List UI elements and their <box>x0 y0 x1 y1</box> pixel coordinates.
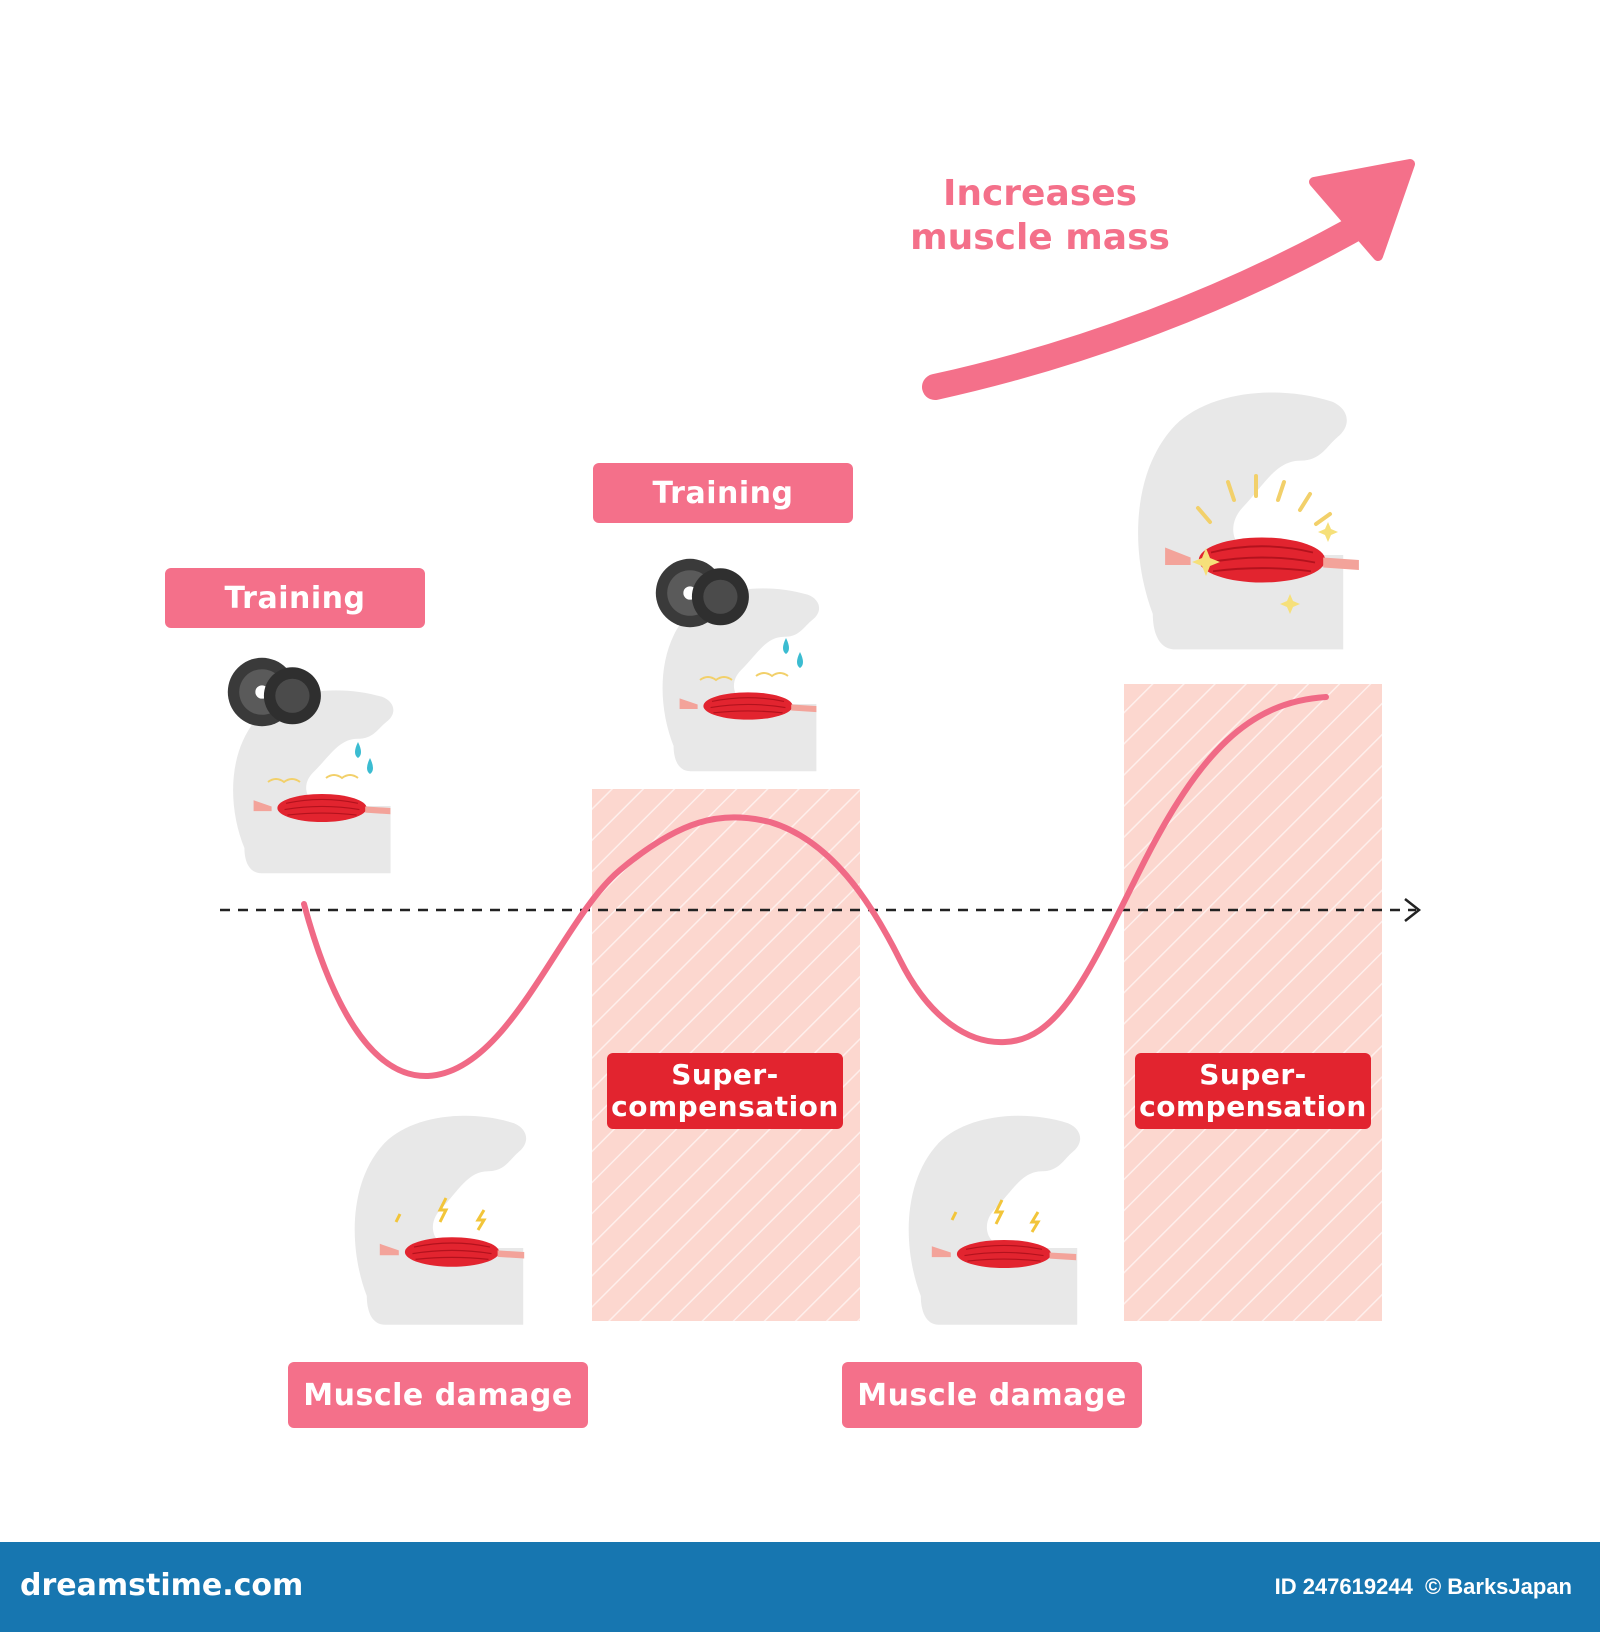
supercompensation-curve <box>301 694 1329 1080</box>
sparkle-icon <box>1280 594 1300 614</box>
sparkle-icon <box>1192 548 1220 576</box>
upward-arrow-icon <box>922 207 1383 400</box>
arm-silhouette-icon <box>908 1115 1081 1325</box>
strain-lines-icon <box>699 672 789 682</box>
sweat-drop-icon <box>783 638 803 668</box>
sparkle-icon <box>1318 522 1338 542</box>
watermark-footer: dreamstime.com ID 247619244 © BarksJapan <box>0 1542 1600 1632</box>
sparkle-rays-icon <box>1196 474 1332 526</box>
arm-silhouette-icon <box>1138 392 1347 650</box>
supercompensation-label: Super- compensation <box>607 1053 843 1129</box>
baseline-arrowhead-icon <box>1404 898 1422 922</box>
headline-line-1: Increases <box>942 173 1138 214</box>
headline: Increases muscle mass <box>880 172 1200 260</box>
dumbbell-icon <box>227 657 321 727</box>
supercompensation-label: Super- compensation <box>1135 1053 1371 1129</box>
lightning-icon <box>950 1199 1041 1233</box>
dumbbell-icon <box>655 558 749 628</box>
strain-lines-icon <box>267 774 359 784</box>
muscle-damage-label: Muscle damage <box>842 1362 1142 1428</box>
supercompensation-band-2 <box>1124 684 1382 1321</box>
upward-arrow-head-icon <box>1309 159 1415 261</box>
lightning-icon <box>394 1197 487 1231</box>
training-label: Training <box>593 463 853 523</box>
footer-author: © BarksJapan <box>1424 1574 1572 1599</box>
footer-site-name: dreamstime.com <box>20 1568 304 1603</box>
muscle-damage-label: Muscle damage <box>288 1362 588 1428</box>
footer-credit: ID 247619244 © BarksJapan <box>1269 1574 1572 1600</box>
sweat-drop-icon <box>355 742 373 774</box>
training-label: Training <box>165 568 425 628</box>
footer-image-id: ID 247619244 <box>1274 1574 1413 1599</box>
headline-line-2: muscle mass <box>910 217 1170 258</box>
